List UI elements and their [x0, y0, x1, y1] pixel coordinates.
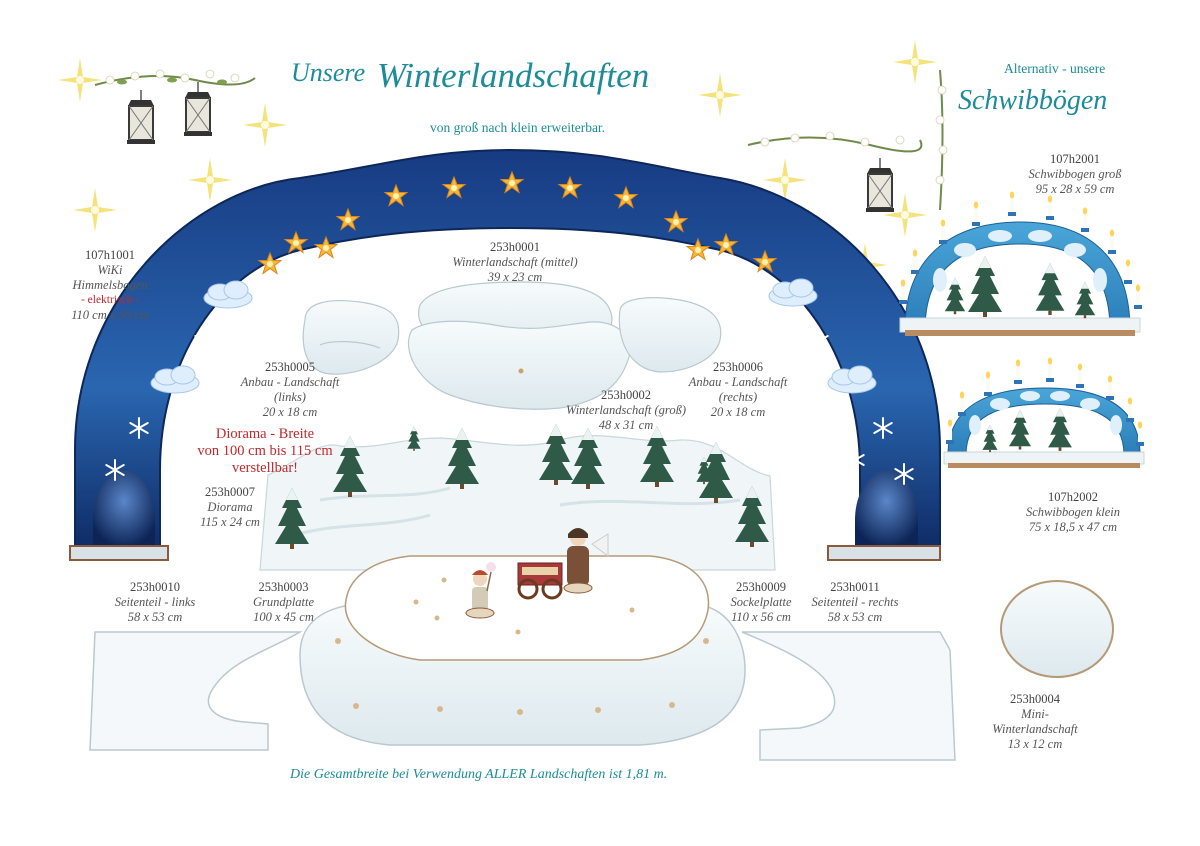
product-size: 48 x 31 cm [598, 418, 654, 432]
mini-shape [1000, 580, 1114, 678]
label-seitenteil-rechts: 253h0011 Seitenteil - rechts 58 x 53 cm [800, 580, 910, 625]
product-code: 253h0002 [601, 388, 651, 402]
product-code: 253h0001 [490, 240, 540, 254]
note-line: Diorama - Breite [215, 426, 315, 442]
product-name: Schwibbogen klein [1025, 505, 1121, 519]
product-code: 253h0004 [1010, 692, 1060, 706]
vendor-figure [563, 528, 609, 594]
note-line: von 100 cm bis 115 cm [197, 443, 333, 459]
himmelsbogen-arch [69, 148, 941, 561]
lantern-left-1 [126, 89, 156, 145]
product-name: Winterlandschaft [992, 722, 1078, 736]
label-anbau-rechts: 253h0006 Anbau - Landschaft (rechts) 20 … [678, 360, 798, 420]
product-name: Anbau - Landschaft [240, 375, 340, 389]
product-code: 253h0011 [830, 580, 880, 594]
product-note: - elektrisch - [80, 294, 140, 306]
product-size: 58 x 53 cm [827, 610, 883, 624]
schwibbogen-gross-shape [899, 191, 1142, 336]
label-grundplatte: 253h0003 Grundplatte 100 x 45 cm [236, 580, 331, 625]
seitenteil-links-shape [89, 631, 303, 751]
product-code: 107h2001 [1050, 152, 1100, 166]
seitenteil-rechts-shape [741, 631, 956, 761]
product-size: 95 x 28 x 59 cm [1035, 182, 1115, 196]
gross-shape [407, 320, 631, 410]
anbau-rechts-shape [618, 297, 722, 373]
product-code: 253h0005 [265, 360, 315, 374]
product-name: Winterlandschaft (groß) [565, 403, 686, 417]
product-size: 39 x 23 cm [487, 270, 543, 284]
alternative-line: Alternativ - unsere [1004, 61, 1106, 76]
product-code: 253h0003 [258, 580, 309, 594]
product-size: 75 x 18,5 x 47 cm [1028, 520, 1118, 534]
product-name: Seitenteil - rechts [811, 595, 899, 609]
label-seitenteil-links: 253h0010 Seitenteil - links 58 x 53 cm [100, 580, 210, 625]
schwibbogen-klein-shape [943, 357, 1145, 468]
product-name: Mini- [1021, 707, 1049, 721]
product-code: 253h0006 [713, 360, 763, 374]
label-winterlandschaft-mittel: 253h0001 Winterlandschaft (mittel) 39 x … [420, 240, 610, 285]
product-name: Himmelsbogen [72, 278, 148, 292]
lantern-right [865, 157, 895, 213]
product-size: 13 x 12 cm [1007, 737, 1063, 751]
title-prefix: Unsere [291, 58, 366, 87]
label-anbau-links: 253h0005 Anbau - Landschaft (links) 20 x… [225, 360, 355, 420]
label-sockelplatte: 253h0009 Sockelplatte 110 x 56 cm [716, 580, 806, 625]
diorama-width-note: Diorama - Breite von 100 cm bis 115 cm v… [190, 426, 340, 477]
product-name: WiKi [97, 263, 123, 277]
child-figure [465, 562, 496, 619]
product-code: 253h0009 [736, 580, 786, 594]
grundplatte-shape [344, 555, 710, 661]
label-himmelsbogen: 107h1001 WiKi Himmelsbogen - elektrisch … [60, 248, 160, 323]
product-name: Winterlandschaft (mittel) [452, 255, 578, 269]
product-size: 58 x 53 cm [127, 610, 183, 624]
label-winterlandschaft-gross: 253h0002 Winterlandschaft (groß) 48 x 31… [556, 388, 696, 433]
note-line: verstellbar! [231, 460, 299, 476]
product-name: (rechts) [718, 390, 758, 404]
product-code: 253h0007 [205, 485, 255, 499]
label-schwibbogen-gross: 107h2001 Schwibbogen groß 95 x 28 x 59 c… [1010, 152, 1140, 197]
garland-left [94, 69, 256, 86]
diorama-backdrop [259, 424, 776, 571]
product-name: Grundplatte [252, 595, 315, 609]
product-name: Seitenteil - links [114, 595, 196, 609]
product-size: 115 x 24 cm [200, 515, 260, 529]
page-subtitle: von groß nach klein erweiterbar. [430, 120, 606, 135]
label-mini-winterlandschaft: 253h0004 Mini- Winterlandschaft 13 x 12 … [975, 692, 1095, 752]
product-size: 20 x 18 cm [262, 405, 318, 419]
product-name: Sockelplatte [730, 595, 792, 609]
alternative-title: Schwibbögen [958, 85, 1108, 116]
page-title: Winterlandschaften [377, 56, 650, 95]
product-name: Anbau - Landschaft [688, 375, 788, 389]
product-code: 253h0010 [130, 580, 180, 594]
product-size: 100 x 45 cm [253, 610, 314, 624]
product-size: 110 x 56 cm [731, 610, 791, 624]
footer-note: Die Gesamtbreite bei Verwendung ALLER La… [290, 767, 668, 782]
label-diorama: 253h0007 Diorama 115 x 24 cm [180, 485, 280, 530]
product-code: 107h1001 [85, 248, 135, 262]
garland-right [747, 69, 948, 211]
label-schwibbogen-klein: 107h2002 Schwibbogen klein 75 x 18,5 x 4… [1008, 490, 1138, 535]
product-name: (links) [274, 390, 306, 404]
product-name: Schwibbogen groß [1028, 167, 1122, 181]
product-size: 20 x 18 cm [710, 405, 766, 419]
product-size: 110 cm x 50 cm [71, 308, 149, 322]
anbau-links-shape [302, 299, 400, 375]
product-code: 107h2002 [1048, 490, 1098, 504]
product-name: Diorama [207, 500, 253, 514]
lantern-left-2 [183, 81, 213, 137]
cart-figure [517, 562, 563, 600]
